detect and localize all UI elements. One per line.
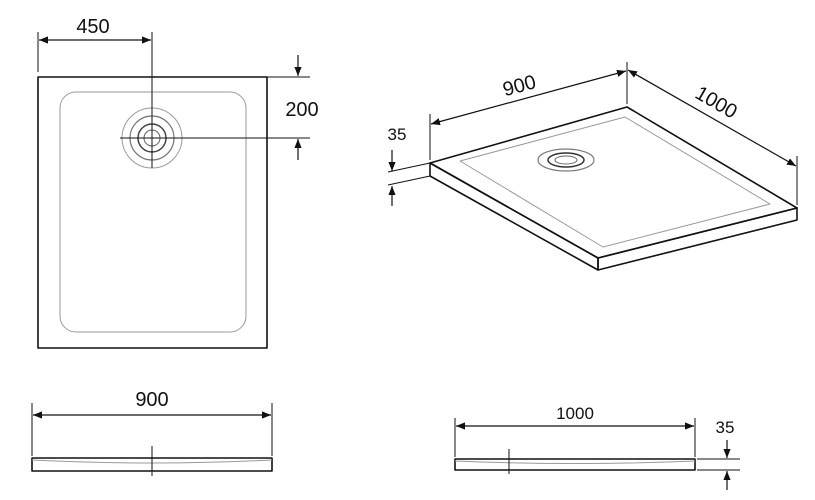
iso-drain-icon [537,148,595,172]
dim-line-900-iso [430,69,627,126]
dim-label-35-iso: 35 [388,125,407,144]
side-view: 1000 35 [454,404,740,490]
dim-label-200: 200 [285,99,318,121]
dim-label-450: 450 [76,16,109,38]
side-profile [454,458,696,471]
iso-front-face [429,162,599,271]
dim-label-900-front: 900 [135,389,168,411]
iso-view: 900 1000 35 [388,62,798,271]
iso-right-face [597,207,798,271]
dim-label-1000-iso: 1000 [691,82,741,123]
tray-inner-basin [59,91,247,333]
dim-label-1000-side: 1000 [556,404,594,423]
iso-inner-basin [459,116,771,248]
front-profile [31,457,273,472]
dim-label-35-side: 35 [716,418,735,437]
top-view: 450 200 [37,16,319,349]
dim-line-1000-iso [627,69,797,167]
iso-top-face [429,106,798,259]
front-view: 900 [31,389,273,476]
